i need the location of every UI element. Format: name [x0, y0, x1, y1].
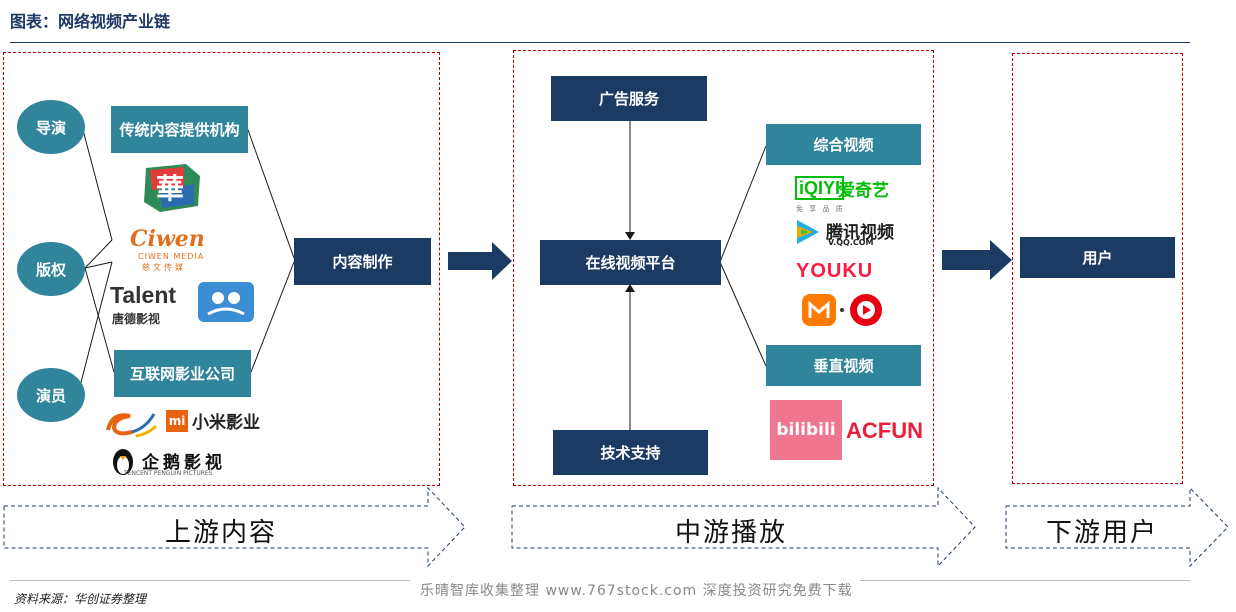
content-production-box: 内容制作 — [294, 238, 431, 285]
vertical-video-box: 垂直视频 — [766, 345, 921, 386]
penguin-icon — [113, 449, 133, 475]
talent-logo: Talent — [110, 282, 177, 308]
tangde-emblem — [198, 282, 254, 322]
band-downstream-shape — [1005, 486, 1229, 568]
alibaba-pictures-logo — [106, 413, 158, 438]
page-title: 图表：网络视频产业链 — [10, 12, 171, 31]
title-rule — [10, 42, 1190, 43]
line-platform-general — [719, 145, 767, 263]
ciwen-logo-sub: CIWEN MEDIA — [138, 252, 205, 261]
line-director-traditional — [82, 129, 113, 241]
thick-arrow-mid-down — [942, 240, 1012, 280]
youku-logo: YOUKU — [796, 260, 874, 282]
iqiyi-logo-cn: 爱奇艺 — [838, 181, 889, 201]
penguin-logo-en: TENCENT PENGUIN PICTURES — [124, 470, 213, 477]
huace-logo: 華 — [144, 164, 200, 212]
role-actor: 演员 — [17, 368, 85, 422]
line-traditional-production — [247, 129, 295, 259]
tencent-video-icon — [797, 220, 819, 244]
band-downstream-label: 下游用户 — [1046, 518, 1159, 548]
tech-support-box: 技术支持 — [553, 430, 708, 475]
line-actor-traditional — [77, 261, 113, 395]
ciwen-logo-cn: 慈文传媒 — [142, 263, 186, 272]
tencent-video-cn: 腾讯视频 — [826, 223, 894, 243]
thick-arrow-up-mid — [448, 242, 512, 280]
xiaomi-logo-cn: 小米影业 — [192, 413, 260, 433]
acfun-logo: ACFUN — [846, 418, 923, 443]
line-copyright-traditional — [84, 239, 113, 269]
footer-rule-left — [10, 580, 410, 581]
line-copyright-mid — [84, 261, 113, 269]
line-platform-vertical — [719, 261, 767, 367]
arrow-down-platform — [625, 232, 635, 240]
upstream-region — [3, 52, 440, 486]
line-copyright-internet — [84, 267, 115, 373]
midstream-region — [513, 50, 934, 486]
general-video-box: 综合视频 — [766, 124, 921, 165]
arrow-up-platform — [625, 284, 635, 292]
watermark-text: 乐晴智库收集整理 www.767stock.com 深度投资研究免费下载 — [420, 583, 853, 599]
video-platform-box: 在线视频平台 — [540, 240, 721, 285]
ad-service-box: 广告服务 — [551, 76, 707, 121]
line-internet-production — [250, 261, 295, 373]
downstream-region — [1012, 53, 1183, 484]
mango-sohu-logos — [802, 294, 882, 326]
xiaomi-logo-mark: mi — [166, 410, 188, 432]
band-midstream-shape — [511, 486, 976, 568]
iqiyi-logo-mark: iQIYI — [795, 176, 845, 200]
band-midstream-label: 中游播放 — [675, 518, 788, 548]
penguin-logo-cn: 企鹅影视 — [142, 453, 226, 473]
bilibili-logo: bilibili — [770, 400, 842, 460]
tangde-logo-cn: 唐德影视 — [112, 312, 161, 326]
iqiyi-logo-sub: 免 享 品 质 — [796, 205, 845, 213]
role-copyright: 版权 — [17, 242, 85, 296]
tencent-video-sub: V.QQ.COM — [828, 238, 874, 247]
source-note: 资料来源：华创证券整理 — [14, 592, 147, 606]
band-upstream-shape — [3, 486, 466, 568]
internet-studio-box: 互联网影业公司 — [114, 350, 251, 397]
band-upstream-label: 上游内容 — [165, 518, 278, 548]
svg-text:華: 華 — [156, 172, 184, 205]
role-director: 导演 — [17, 100, 85, 154]
ciwen-logo-title: Ciwen — [130, 226, 205, 252]
traditional-provider-box: 传统内容提供机构 — [111, 106, 248, 153]
footer-rule-right — [860, 580, 1190, 581]
user-box: 用户 — [1020, 237, 1175, 278]
